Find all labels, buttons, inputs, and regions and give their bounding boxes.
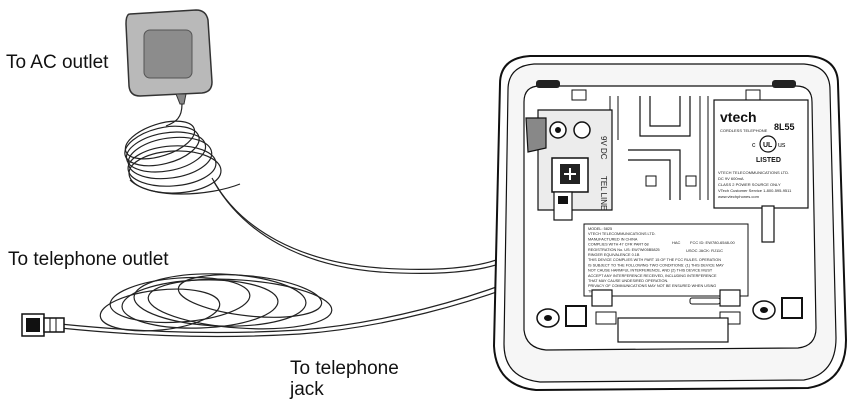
power-label-3: CLASS 2 POWER SOURCE ONLY [718, 182, 781, 187]
regulatory-line: NOT CAUSE HARMFUL INTERFERENCE, AND (2) … [588, 269, 713, 273]
ul-c: c [752, 142, 756, 149]
regulatory-line: MODEL: 5825 [588, 227, 612, 231]
model-badge: 8L55 [774, 122, 795, 132]
power-label-1: VTECH TELECOMMUNICATIONS LTD. [718, 170, 789, 175]
power-label-2: DC 9V 600mA [718, 176, 744, 181]
ul-us: us [778, 142, 786, 149]
ac-outlet-label: To AC outlet [6, 52, 109, 73]
telephone-line-cord [59, 239, 565, 338]
telephone-jack-label: To telephone [290, 358, 399, 379]
power-label-4: VTech Customer Service 1-800-595-9511 [718, 188, 792, 193]
regulatory-line: VTECH TELECOMMUNICATIONS LTD. [588, 232, 656, 236]
power-cord [124, 103, 549, 274]
telephone-base: 9V DC TEL LINE vtech CORDLESS TELEPHONE … [492, 55, 848, 392]
regulatory-line: MANUFACTURED IN CHINA [588, 237, 638, 241]
rating-label: vtech CORDLESS TELEPHONE 8L55 UL c us LI… [713, 99, 809, 209]
ac-power-adapter [125, 9, 213, 105]
regulatory-line: THAT MAY CAUSE UNDESIRED OPERATION. [588, 279, 668, 283]
power-label-5: www.vtechphones.com [718, 194, 760, 199]
jack-tel-label: TEL LINE [599, 176, 608, 210]
regulatory-line: ACCEPT ANY INTERFERENCE RECEIVED, INCLUD… [588, 274, 717, 278]
svg-text:UL: UL [763, 142, 773, 149]
regulatory-line: IS SUBJECT TO THE FOLLOWING TWO CONDITIO… [588, 263, 724, 267]
screw-hole-right [752, 300, 776, 320]
ul-mark [759, 135, 777, 153]
regulatory-line: RINGER EQUIVALENCE 0.1B [588, 253, 640, 257]
telephone-jack-label-line2: jack [290, 379, 324, 400]
regulatory-hac: HAC [672, 240, 681, 245]
brand-logo: vtech [720, 109, 757, 125]
telephone-plug [21, 313, 65, 337]
regulatory-line: THIS DEVICE COMPLIES WITH PART 15 OF THE… [588, 258, 721, 262]
regulatory-usoc: USOC JACK: RJ11C [686, 248, 723, 253]
regulatory-line: PRIVACY OF COMMUNICATIONS MAY NOT BE ENS… [588, 284, 716, 288]
regulatory-fcc: FCC ID: EW780-6548-00 [690, 240, 735, 245]
regulatory-line: COMPLIES WITH 47 CFR PART 68 [588, 243, 649, 247]
cordless-label: CORDLESS TELEPHONE [720, 128, 768, 133]
screw-hole-left [536, 308, 560, 328]
regulatory-line: REGISTRATION No. US: EW7WI05B5825 [588, 248, 660, 252]
jack-dc-label: 9V DC [599, 136, 608, 160]
telephone-outlet-label: To telephone outlet [8, 249, 169, 270]
ul-listed: LISTED [756, 157, 781, 164]
